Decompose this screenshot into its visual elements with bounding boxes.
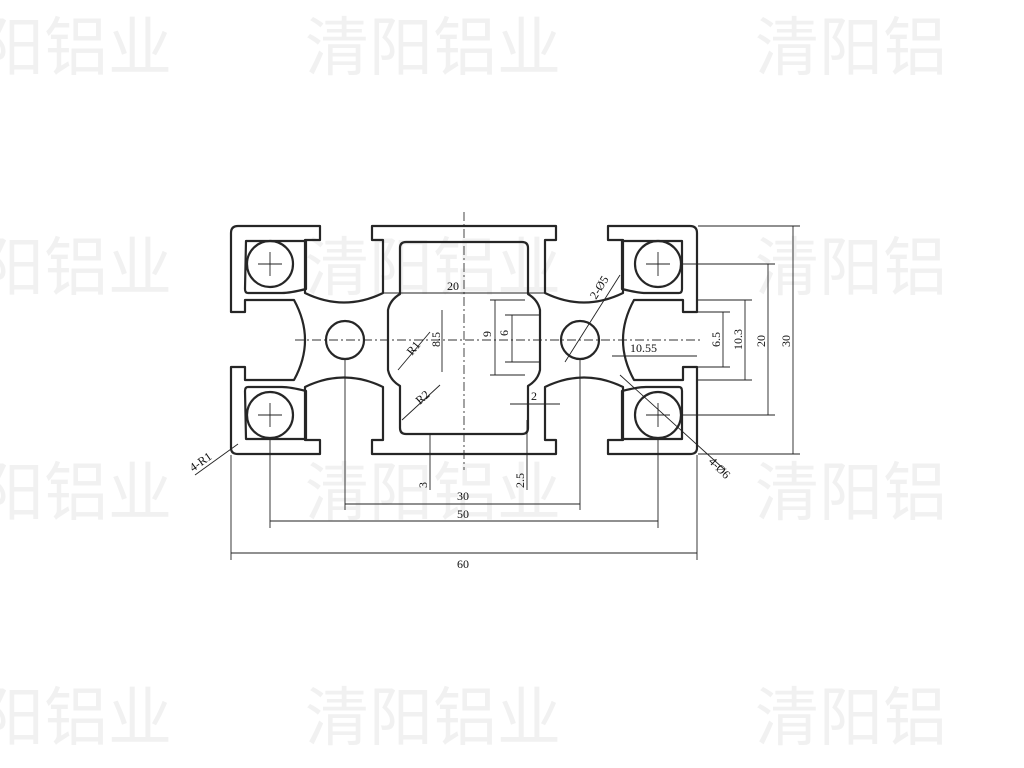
watermark-text: 清阳铝业	[305, 12, 561, 86]
watermark: 阳铝业 清阳铝业 清阳铝 阳铝业 清阳铝业 清阳铝 阳铝业 清阳铝业 清阳铝 阳…	[0, 12, 947, 756]
dim-label-9: 9	[480, 331, 494, 337]
watermark-text: 阳铝业	[0, 457, 172, 531]
watermark-text: 清阳铝	[755, 457, 947, 531]
dim-label-6-5: 6.5	[709, 332, 723, 347]
dim-label-50: 50	[457, 507, 469, 521]
watermark-text: 清阳铝	[755, 232, 947, 306]
small-hole	[559, 319, 601, 361]
dim-label-10-3: 10.3	[731, 329, 745, 350]
dim-label-8-5: 8.5	[429, 332, 443, 347]
watermark-text: 清阳铝	[755, 12, 947, 86]
dim-label-3: 3	[416, 482, 430, 488]
dim-label-slot-20: 20	[447, 279, 459, 293]
watermark-text: 清阳铝业	[305, 682, 561, 756]
dim-label-30: 30	[457, 489, 469, 503]
dim-label-10-55: 10.55	[630, 341, 657, 355]
corner-hole	[633, 390, 683, 440]
corner-pocket	[243, 239, 308, 295]
watermark-text: 阳铝业	[0, 682, 172, 756]
dim-label-60: 60	[457, 557, 469, 571]
corner-pocket	[620, 239, 684, 295]
dim-label-2-d5: 2-Ø5	[587, 273, 612, 301]
dim-label-height-20: 20	[754, 335, 768, 347]
corner-hole	[245, 239, 295, 289]
central-cavity	[386, 240, 542, 436]
dim-label-2-5: 2.5	[513, 473, 527, 488]
dim-label-4-d6: 4-Ø6	[706, 454, 733, 481]
watermark-text: 清阳铝业	[305, 457, 561, 531]
corner-pocket	[620, 385, 684, 441]
corner-pocket	[243, 385, 308, 441]
dim-label-r1: R1	[404, 338, 424, 358]
corner-hole	[633, 239, 683, 289]
dim-label-2: 2	[531, 389, 537, 403]
watermark-text: 阳铝业	[0, 12, 172, 86]
small-hole	[324, 319, 366, 361]
dimension-lines	[194, 225, 800, 560]
watermark-text: 清阳铝	[755, 682, 947, 756]
dim-label-6: 6	[497, 330, 511, 336]
watermark-text: 清阳铝业	[305, 232, 561, 306]
profile-outline	[229, 224, 699, 456]
watermark-text: 阳铝业	[0, 232, 172, 306]
corner-hole	[245, 390, 295, 440]
centerlines	[258, 212, 700, 470]
dim-label-r2: R2	[413, 387, 433, 407]
dim-label-height-30: 30	[779, 335, 793, 347]
